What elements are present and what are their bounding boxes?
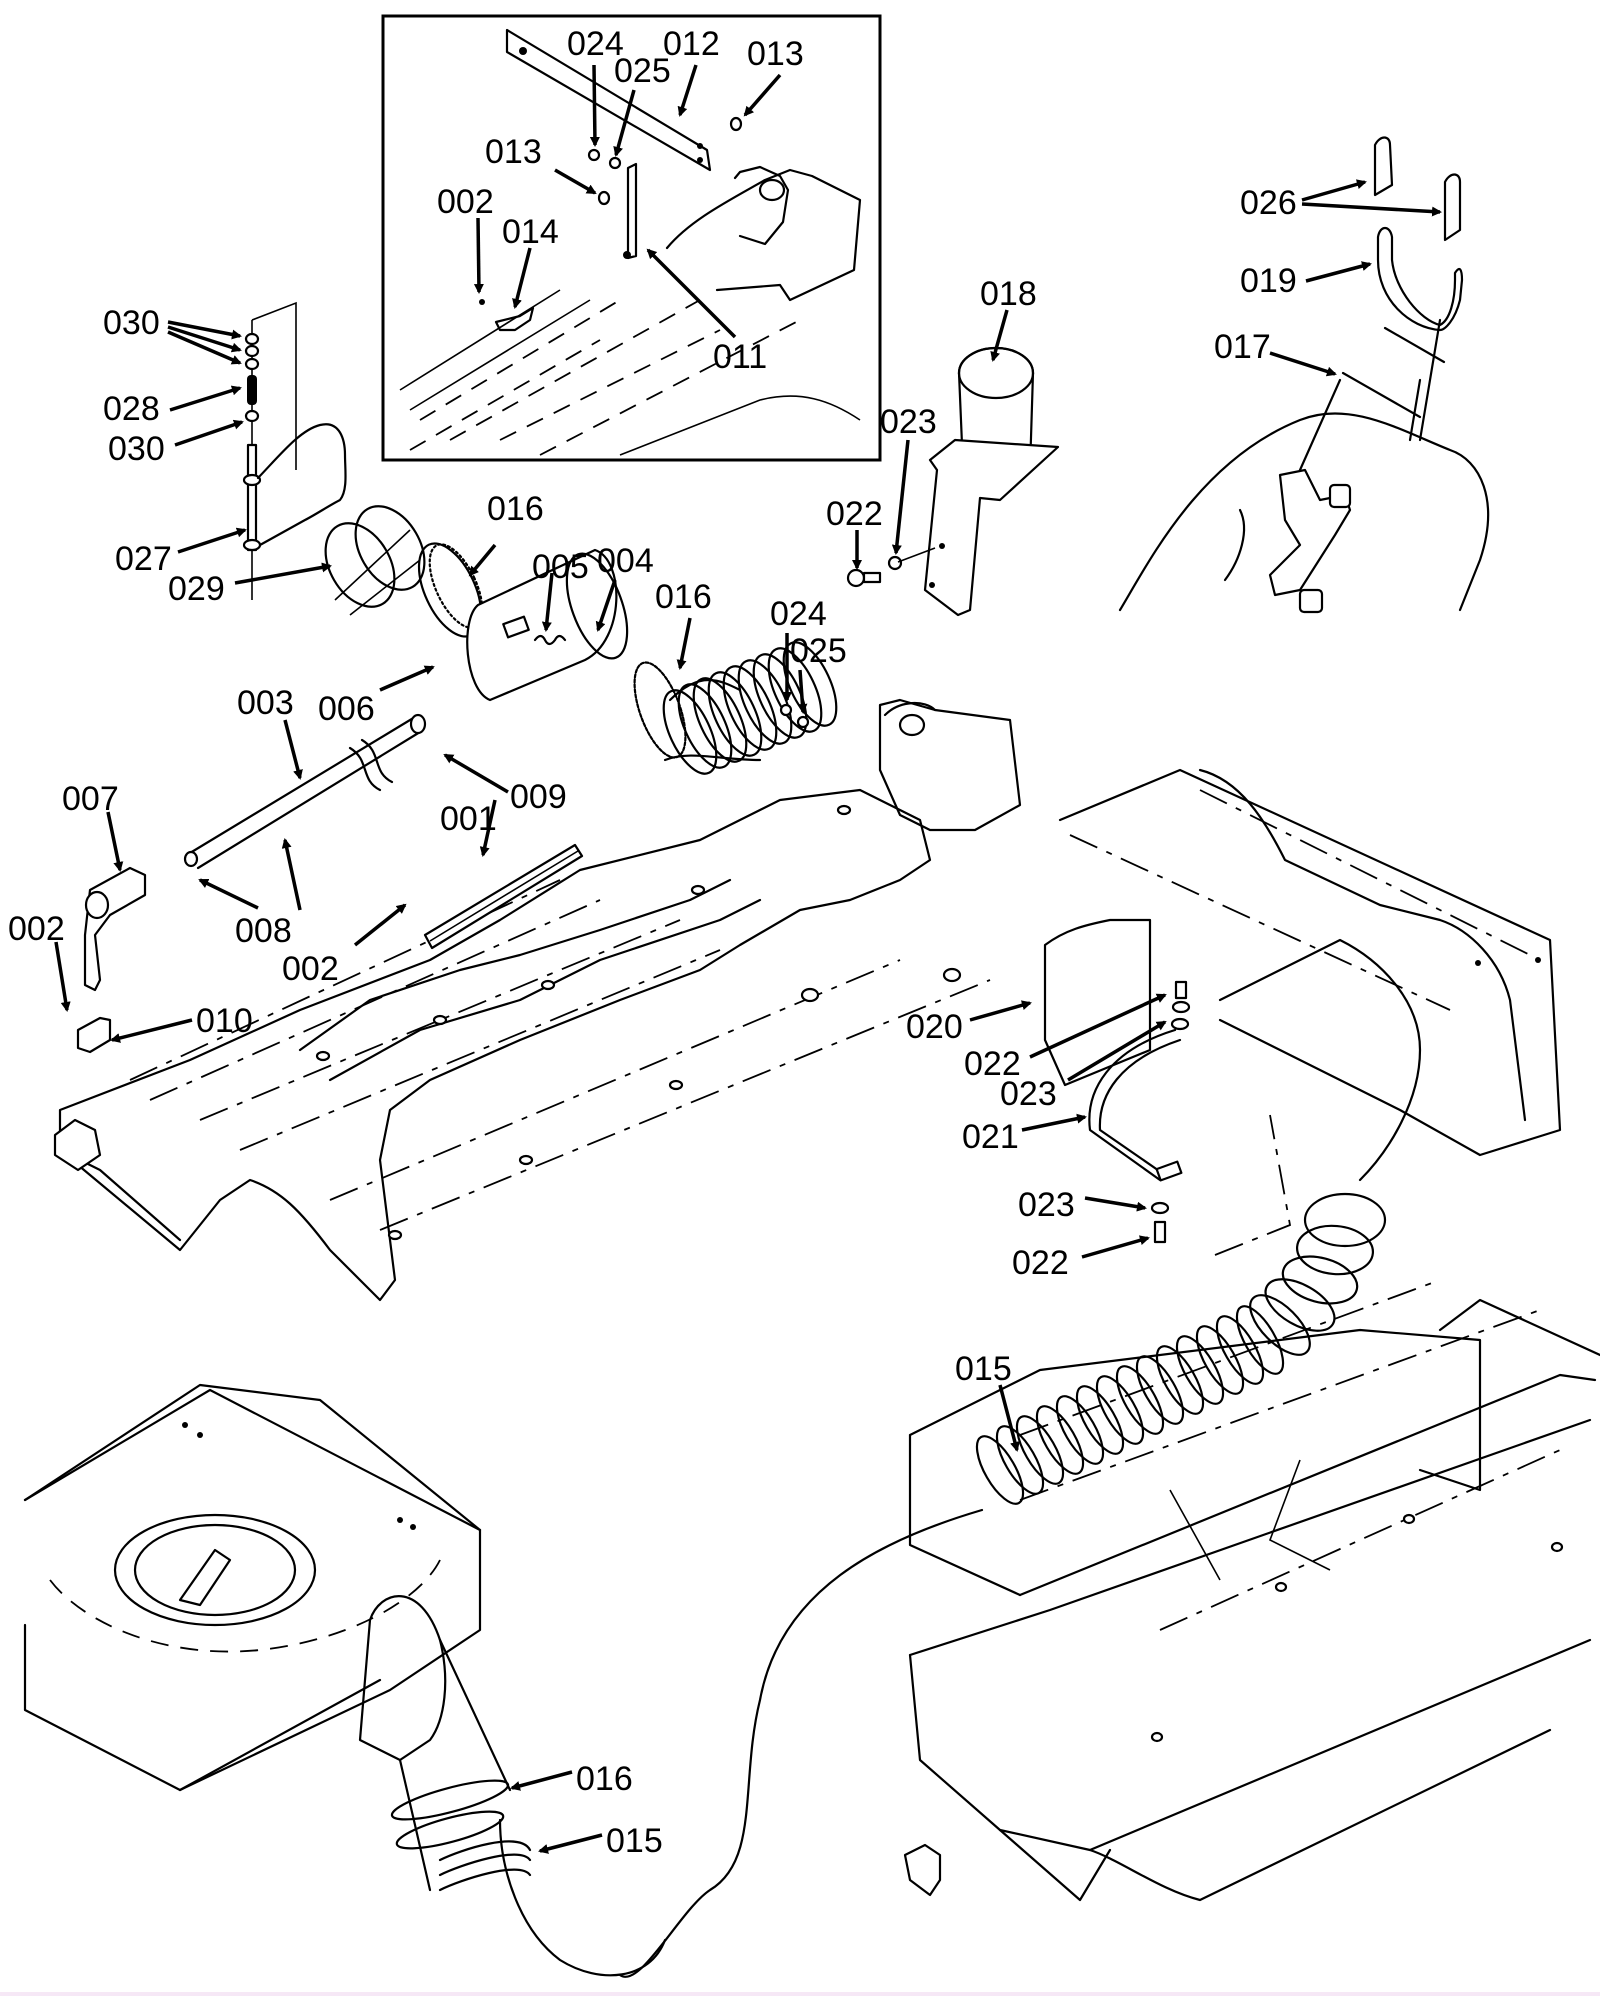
callout-023a: 023 bbox=[880, 403, 937, 441]
callout-008: 008 bbox=[235, 912, 292, 950]
callout-002b: 002 bbox=[282, 950, 339, 988]
callout-inset-013b: 013 bbox=[485, 133, 542, 171]
callout-016c: 016 bbox=[576, 1760, 633, 1798]
callout-025: 025 bbox=[790, 632, 847, 670]
callout-019: 019 bbox=[1240, 262, 1297, 300]
callout-007: 007 bbox=[62, 780, 119, 818]
callout-inset-002: 002 bbox=[437, 183, 494, 221]
callout-005: 005 bbox=[532, 548, 589, 586]
callout-029: 029 bbox=[168, 570, 225, 608]
callout-026: 026 bbox=[1240, 184, 1297, 222]
callout-001: 001 bbox=[440, 800, 497, 838]
callout-inset-011: 011 bbox=[713, 338, 767, 376]
callout-inset-024: 024 bbox=[567, 25, 624, 63]
callout-015b: 015 bbox=[606, 1822, 663, 1860]
callout-022b: 022 bbox=[964, 1045, 1021, 1083]
callout-022c: 022 bbox=[1012, 1244, 1069, 1282]
callout-022a: 022 bbox=[826, 495, 883, 533]
callout-inset-025: 025 bbox=[614, 52, 671, 90]
callout-004: 004 bbox=[597, 542, 654, 580]
callout-018: 018 bbox=[980, 275, 1037, 313]
callout-inset-014: 014 bbox=[502, 213, 559, 251]
callout-016b: 016 bbox=[655, 578, 712, 616]
callout-024: 024 bbox=[770, 595, 827, 633]
callout-028: 028 bbox=[103, 390, 160, 428]
callout-021: 021 bbox=[962, 1118, 1019, 1156]
callout-016a: 016 bbox=[487, 490, 544, 528]
callout-030b: 030 bbox=[108, 430, 165, 468]
callout-023c: 023 bbox=[1018, 1186, 1075, 1224]
callout-arrows bbox=[54, 64, 1442, 1854]
callout-015a: 015 bbox=[955, 1350, 1012, 1388]
vent-assembly bbox=[1118, 136, 1490, 614]
callout-030a: 030 bbox=[103, 304, 160, 342]
callout-003: 003 bbox=[237, 684, 294, 722]
callout-inset-013a: 013 bbox=[747, 35, 804, 73]
callout-027: 027 bbox=[115, 540, 172, 578]
rivets bbox=[315, 804, 962, 1241]
corrugated-hose-long bbox=[975, 1192, 1387, 1505]
callout-labels: 024 025 012 013 013 002 014 011 030 028 … bbox=[8, 25, 1297, 1860]
callout-010: 010 bbox=[196, 1002, 253, 1040]
callout-inset-012: 012 bbox=[663, 25, 720, 63]
callout-023b: 023 bbox=[1000, 1075, 1057, 1113]
callout-017: 017 bbox=[1214, 328, 1271, 366]
filter-bracket bbox=[779, 346, 1060, 729]
callout-009: 009 bbox=[510, 778, 567, 816]
callout-002a: 002 bbox=[8, 910, 65, 948]
lower-housing bbox=[23, 1383, 532, 1892]
main-duct bbox=[53, 542, 1562, 1302]
bottom-edge-strip bbox=[0, 1992, 1600, 1996]
inset-detail-box bbox=[381, 14, 882, 462]
callout-020: 020 bbox=[906, 1008, 963, 1046]
callout-006: 006 bbox=[318, 690, 375, 728]
rod-assembly bbox=[242, 301, 426, 616]
lower-hose bbox=[498, 938, 1600, 1978]
